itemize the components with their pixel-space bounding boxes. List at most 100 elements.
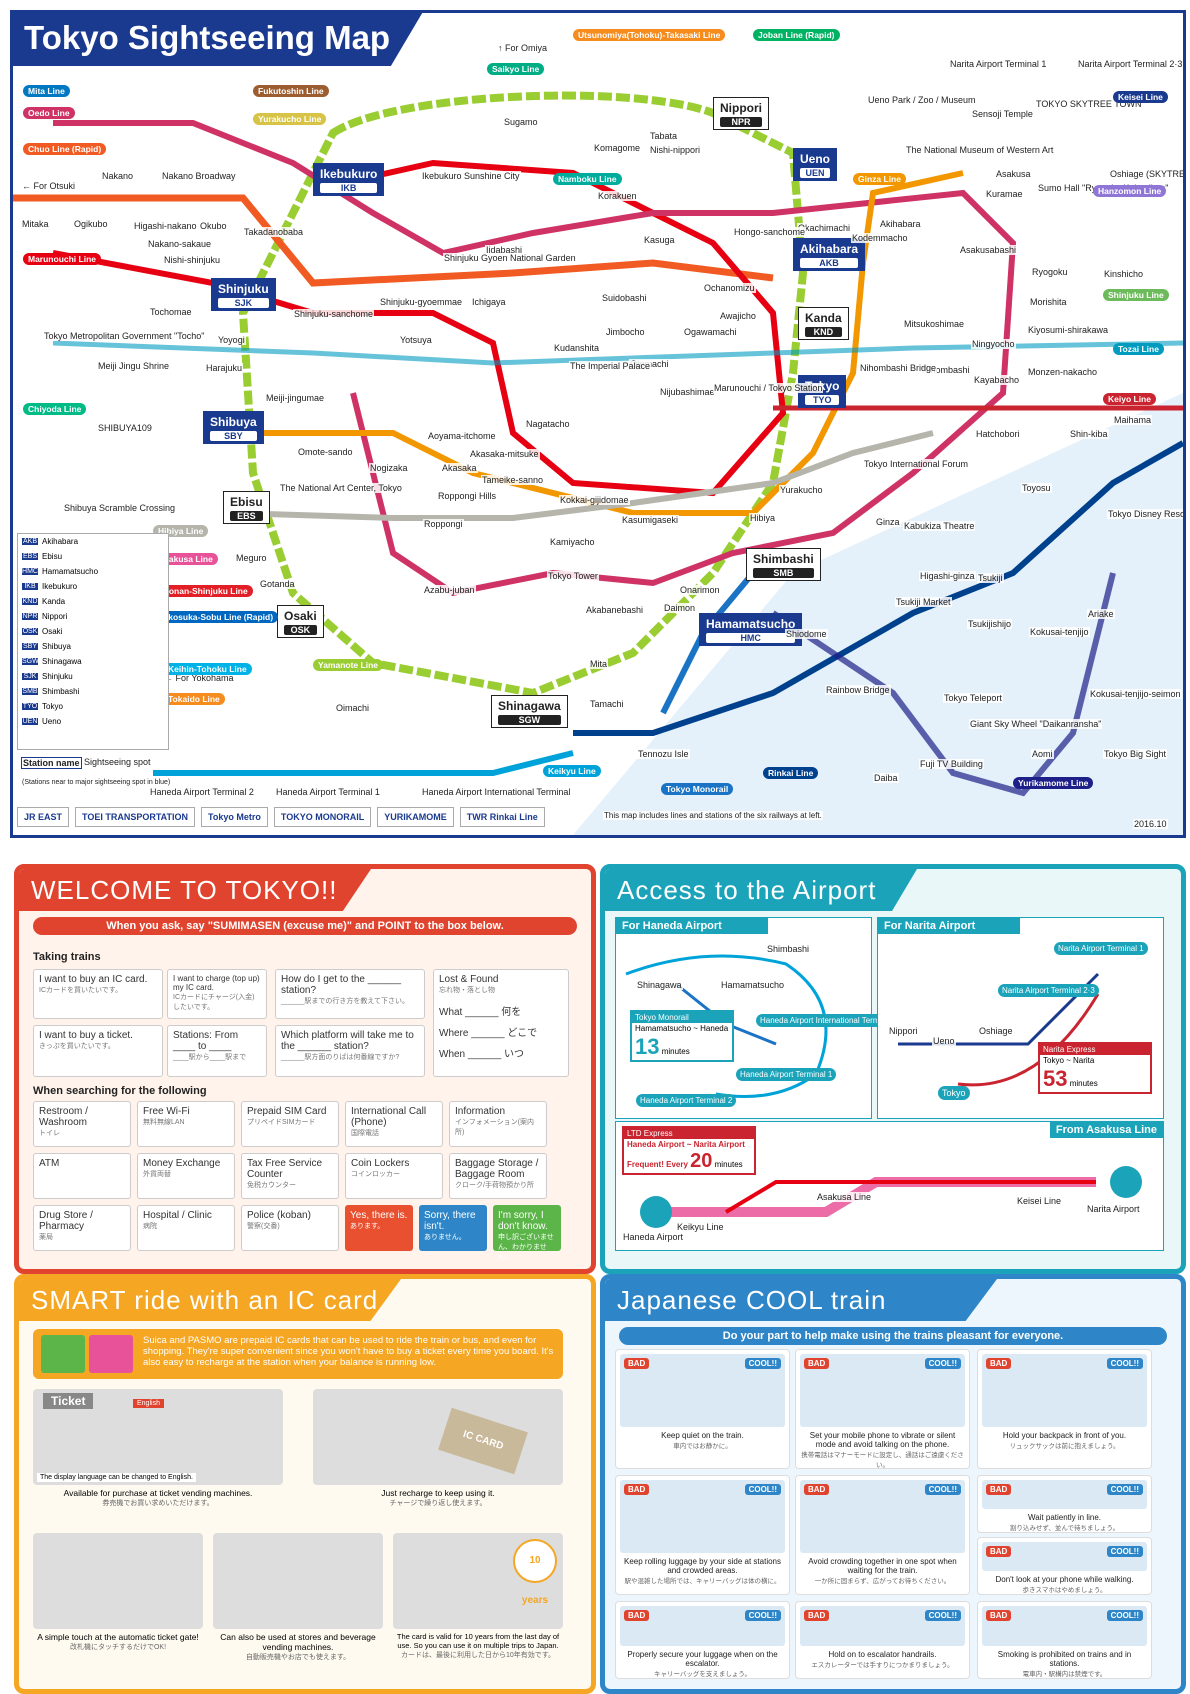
station-label-yotsuya[interactable]: Yotsuya xyxy=(399,335,433,345)
station-label-sugamo[interactable]: Sugamo xyxy=(503,117,539,127)
line-tag-chuo-line-rapid-[interactable]: Chuo Line (Rapid) xyxy=(23,143,107,155)
station-label-suidobashi[interactable]: Suidobashi xyxy=(601,293,648,303)
station-label-tabata[interactable]: Tabata xyxy=(649,131,679,141)
station-label-nakano-sakaue[interactable]: Nakano-sakaue xyxy=(147,239,213,249)
answer-card[interactable]: Yes, there is.あります。 xyxy=(345,1205,413,1251)
station-label-oimachi[interactable]: Oimachi xyxy=(335,703,371,713)
station-label-narita-t1[interactable]: Narita Airport Terminal 1 xyxy=(949,59,1048,69)
line-tag-tozai-line[interactable]: Tozai Line xyxy=(1113,343,1164,355)
station-label-nishi-nippori[interactable]: Nishi-nippori xyxy=(649,145,702,155)
station-label-kiyosumi-shirakawa[interactable]: Kiyosumi-shirakawa xyxy=(1027,325,1110,335)
station-label-meiji-jingumae[interactable]: Meiji-jingumae xyxy=(265,393,326,403)
line-tag-shinjuku-line[interactable]: Shinjuku Line xyxy=(1103,289,1169,301)
station-label-mita[interactable]: Mita xyxy=(589,659,609,669)
station-label-akabanebashi[interactable]: Akabanebashi xyxy=(585,605,645,615)
station-label-azabu-juban[interactable]: Azabu-juban xyxy=(423,585,476,595)
line-tag-fukutoshin-line[interactable]: Fukutoshin Line xyxy=(253,85,329,97)
station-label-oshiage[interactable]: Oshiage (SKYTREE) xyxy=(1109,169,1183,179)
station-label-shin-kiba[interactable]: Shin-kiba xyxy=(1069,429,1109,439)
facility-police-koban-[interactable]: Police (koban)警察(交番) xyxy=(241,1205,339,1251)
station-label-asakusa[interactable]: Asakusa xyxy=(995,169,1032,179)
station-label-nishi-shinjuku[interactable]: Nishi-shinjuku xyxy=(163,255,222,265)
station-label-ariake[interactable]: Ariake xyxy=(1087,609,1115,619)
station-label-nogizaka[interactable]: Nogizaka xyxy=(369,463,409,473)
line-tag-chiyoda-line[interactable]: Chiyoda Line xyxy=(23,403,87,415)
station-label-aoyama-itchome[interactable]: Aoyama-itchome xyxy=(427,431,497,441)
station-label-yurakucho[interactable]: Yurakucho xyxy=(779,485,824,495)
station-label-ogawamachi[interactable]: Ogawamachi xyxy=(683,327,738,337)
station-label-tamachi[interactable]: Tamachi xyxy=(589,699,625,709)
station-label-ryogoku[interactable]: Ryogoku xyxy=(1031,267,1069,277)
line-tag-rinkai-line[interactable]: Rinkai Line xyxy=(763,767,819,779)
phrase-which-platform[interactable]: Which platform will take me to the _____… xyxy=(275,1025,425,1077)
station-label-hongo-sanchome[interactable]: Hongo-sanchome xyxy=(733,227,807,237)
station-label-iidabashi[interactable]: Iidabashi xyxy=(485,245,524,255)
phrase-how-get-to[interactable]: How do I get to the ______ station?_____… xyxy=(275,969,425,1019)
station-label-ningyocho[interactable]: Ningyocho xyxy=(971,339,1016,349)
station-label-harajuku[interactable]: Harajuku xyxy=(205,363,244,373)
station-label-kudanshita[interactable]: Kudanshita xyxy=(553,343,601,353)
station-label-narita-t23[interactable]: Narita Airport Terminal 2·3 xyxy=(1077,59,1183,69)
station-label-hibiya[interactable]: Hibiya xyxy=(749,513,777,523)
line-tag-namboku-line[interactable]: Namboku Line xyxy=(553,173,622,185)
station-label-kinshicho[interactable]: Kinshicho xyxy=(1103,269,1145,279)
answer-card[interactable]: Sorry, there isn't.ありません。 xyxy=(419,1205,487,1251)
station-label-shinjuku-sanchome[interactable]: Shinjuku-sanchome xyxy=(293,309,375,319)
station-label-kodemmacho[interactable]: Kodemmacho xyxy=(851,233,909,243)
station-label-kamiyacho[interactable]: Kamiyacho xyxy=(549,537,596,547)
station-label-tochomae[interactable]: Tochomae xyxy=(149,307,193,317)
phrase-buy-ic-card[interactable]: I want to buy an IC card.ICカードを買いたいです。 xyxy=(33,969,163,1019)
station-label-onarimon[interactable]: Onarimon xyxy=(679,585,721,595)
line-tag-keisei-line[interactable]: Keisei Line xyxy=(1113,91,1168,103)
station-label-hatchobori[interactable]: Hatchobori xyxy=(975,429,1021,439)
station-label-toyosu[interactable]: Toyosu xyxy=(1021,483,1052,493)
line-tag-mita-line[interactable]: Mita Line xyxy=(23,85,70,97)
station-label-shinjuku-gyoemmae[interactable]: Shinjuku-gyoemmae xyxy=(379,297,464,307)
line-tag-ginza-line[interactable]: Ginza Line xyxy=(853,173,906,185)
station-label-aomi[interactable]: Aomi xyxy=(1031,749,1054,759)
station-label-nijubashimae[interactable]: Nijubashimae xyxy=(659,387,716,397)
station-label-tsukijishijo[interactable]: Tsukijishijo xyxy=(967,619,1013,629)
station-label-ginza[interactable]: Ginza xyxy=(875,517,901,527)
station-label-daimon[interactable]: Daimon xyxy=(663,603,697,613)
station-label-nihombashi[interactable]: Nihombashi xyxy=(921,365,971,375)
station-label-mitaka[interactable]: Mitaka xyxy=(21,219,50,229)
station-label-jimbocho[interactable]: Jimbocho xyxy=(605,327,646,337)
station-label-awajicho[interactable]: Awajicho xyxy=(719,311,757,321)
station-label-nagatacho[interactable]: Nagatacho xyxy=(525,419,571,429)
line-tag-saikyo-line[interactable]: Saikyo Line xyxy=(487,63,545,75)
station-label-gotanda[interactable]: Gotanda xyxy=(259,579,296,589)
station-label-omote-sando[interactable]: Omote-sando xyxy=(297,447,354,457)
line-tag-shonan-shinjuku-line[interactable]: Shonan-Shinjuku Line xyxy=(153,585,253,597)
station-label-akasaka-mitsuke[interactable]: Akasaka-mitsuke xyxy=(469,449,540,459)
station-label-okachimachi[interactable]: Okachimachi xyxy=(797,223,852,233)
phrase-buy-ticket[interactable]: I want to buy a ticket.きっぷを買いたいです。 xyxy=(33,1025,163,1077)
line-tag-joban-line-rapid-[interactable]: Joban Line (Rapid) xyxy=(753,29,840,41)
station-label-korakuen[interactable]: Korakuen xyxy=(597,191,638,201)
station-label-tokyo-teleport[interactable]: Tokyo Teleport xyxy=(943,693,1003,703)
line-tag-yurikamome-line[interactable]: Yurikamome Line xyxy=(1013,777,1094,789)
station-label-roppongi[interactable]: Roppongi xyxy=(423,519,464,529)
phrase-charge-ic-card[interactable]: I want to charge (top up) my IC card.ICカ… xyxy=(167,969,267,1019)
station-label-kasumigaseki[interactable]: Kasumigaseki xyxy=(621,515,680,525)
line-tag-asakusa-line[interactable]: Asakusa Line xyxy=(153,553,218,565)
phrase-stations-from-to[interactable]: Stations: From ____ to ________駅から____駅ま… xyxy=(167,1025,267,1077)
facility-atm[interactable]: ATM xyxy=(33,1153,131,1199)
station-label-tsukiji[interactable]: Tsukiji xyxy=(977,573,1004,583)
station-label-higashi-ginza[interactable]: Higashi-ginza xyxy=(919,571,976,581)
station-label-kokusai-tenjijo[interactable]: Kokusai-tenjijo xyxy=(1029,627,1090,637)
line-tag-keihin-tohoku-line[interactable]: Keihin-Tohoku Line xyxy=(163,663,252,675)
line-tag-yokosuka-sobu-line-rapid-[interactable]: Yokosuka-Sobu Line (Rapid) xyxy=(153,611,279,623)
